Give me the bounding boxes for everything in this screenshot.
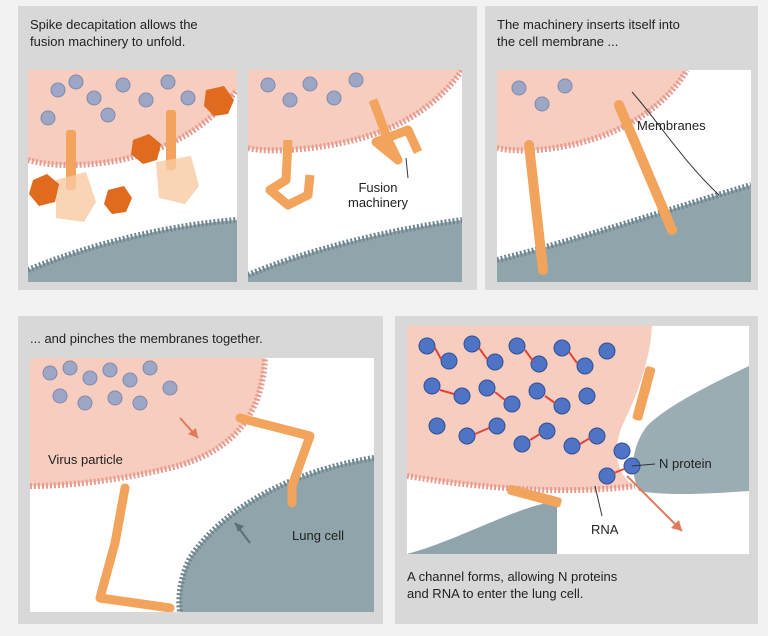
label-membranes: Membranes: [637, 118, 706, 133]
caption-channel-forms: A channel forms, allowing N proteins and…: [407, 568, 617, 602]
frame-pinch: Virus particle Lung cell: [30, 358, 374, 612]
label-fusion-machinery: Fusion machinery: [348, 180, 408, 210]
panel-channel-forms: N protein RNA A channel forms, allowing …: [395, 316, 758, 624]
fusion-machinery-illustration: [248, 70, 462, 282]
channel-illustration: [407, 326, 749, 554]
spike-caps-illustration: [28, 70, 237, 282]
membrane-insertion-illustration: [497, 70, 751, 282]
label-rna: RNA: [591, 522, 618, 537]
pinch-illustration: [30, 358, 374, 612]
caption-pinches-membranes: ... and pinches the membranes together.: [30, 330, 263, 347]
caption-machinery-inserts: The machinery inserts itself into the ce…: [497, 16, 680, 50]
panel-pinches-membranes: ... and pinches the membranes together. …: [18, 316, 383, 624]
label-lung-cell: Lung cell: [292, 528, 344, 543]
frame-membrane-insertion: Membranes: [497, 70, 751, 282]
label-virus-particle: Virus particle: [48, 452, 123, 467]
caption-spike-decapitation: Spike decapitation allows the fusion mac…: [30, 16, 198, 50]
frame-fusion-machinery-unfold: Fusion machinery: [248, 70, 462, 282]
label-n-protein: N protein: [659, 456, 712, 471]
panel-spike-decapitation: Spike decapitation allows the fusion mac…: [18, 6, 477, 290]
panel-machinery-inserts: The machinery inserts itself into the ce…: [485, 6, 758, 290]
frame-channel: N protein RNA: [407, 326, 749, 554]
frame-spike-with-caps: [28, 70, 237, 282]
